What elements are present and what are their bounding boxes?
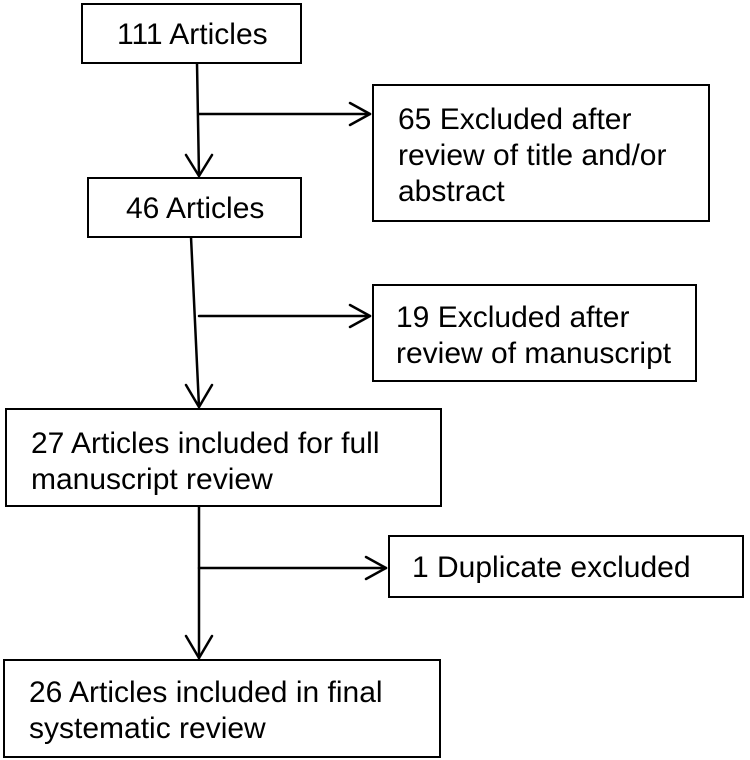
connector-start-to-step2	[195, 61, 201, 178]
box-final: 26 Articles included in final systematic…	[3, 659, 441, 758]
arrowhead-exclusion2	[348, 303, 372, 329]
connector-step2-to-step3	[189, 235, 201, 409]
box-final-line: 26 Articles included in final	[29, 676, 383, 709]
box-exclusion-manuscript-line: 19 Excluded after	[396, 301, 630, 334]
box-step3-line: 27 Articles included for full	[31, 427, 380, 460]
box-step3-line: manuscript review	[31, 463, 273, 496]
arrowhead-exclusion1	[348, 101, 372, 127]
box-exclusion-duplicate-line: 1 Duplicate excluded	[412, 551, 691, 584]
box-exclusion-title-abstract-line: 65 Excluded after	[398, 103, 632, 136]
box-start: 111 Articles	[81, 3, 302, 64]
box-exclusion-title-abstract-line: abstract	[398, 175, 505, 208]
box-exclusion-manuscript-line: review of manuscript	[396, 337, 672, 370]
box-exclusion-manuscript: 19 Excluded after review of manuscript	[372, 284, 697, 382]
box-final-line: systematic review	[29, 712, 266, 745]
arrowhead-exclusion3	[364, 555, 388, 581]
box-step2-line: 46 Articles	[126, 192, 265, 225]
box-exclusion-title-abstract: 65 Excluded after review of title and/or…	[372, 84, 710, 222]
box-step3: 27 Articles included for full manuscript…	[5, 408, 442, 507]
arrowhead-step2	[184, 153, 214, 178]
arrowhead-step3	[184, 383, 214, 409]
box-exclusion-title-abstract-line: review of title and/or	[398, 139, 667, 172]
box-step2: 46 Articles	[87, 177, 302, 238]
arrowhead-final	[184, 634, 214, 660]
box-start-line: 111 Articles	[117, 18, 268, 51]
box-exclusion-duplicate: 1 Duplicate excluded	[388, 535, 744, 598]
